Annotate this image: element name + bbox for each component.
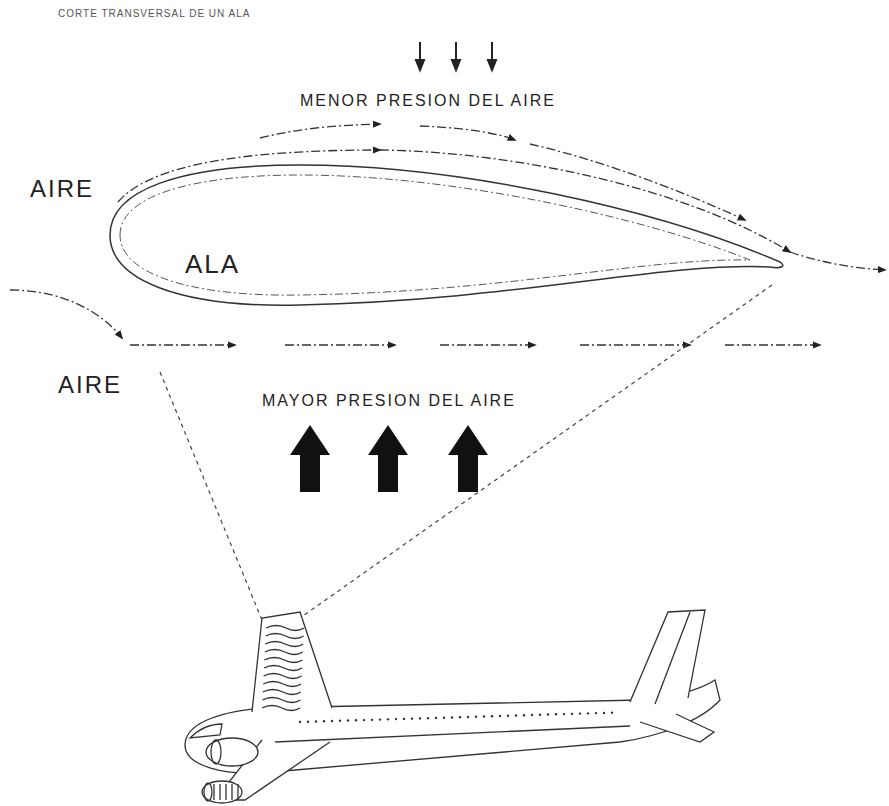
annotation-label: AIRE — [58, 372, 122, 398]
annotation-label: MENOR PRESION DEL AIRE — [300, 92, 556, 110]
wing-label: ALA — [185, 250, 240, 279]
airfoil-outline — [100, 150, 800, 322]
annotation-label: MAYOR PRESION DEL AIRE — [262, 392, 516, 410]
annotation-label: AIRE — [30, 176, 94, 202]
high-pressure-arrows — [290, 425, 488, 492]
air-streamlines — [10, 124, 885, 345]
airplane — [185, 610, 720, 803]
diagram-title: CORTE TRANSVERSAL DE UN ALA — [58, 8, 250, 19]
zoom-lines — [160, 285, 772, 620]
low-pressure-arrows — [420, 42, 492, 70]
wing-profile: ALA — [100, 150, 800, 322]
